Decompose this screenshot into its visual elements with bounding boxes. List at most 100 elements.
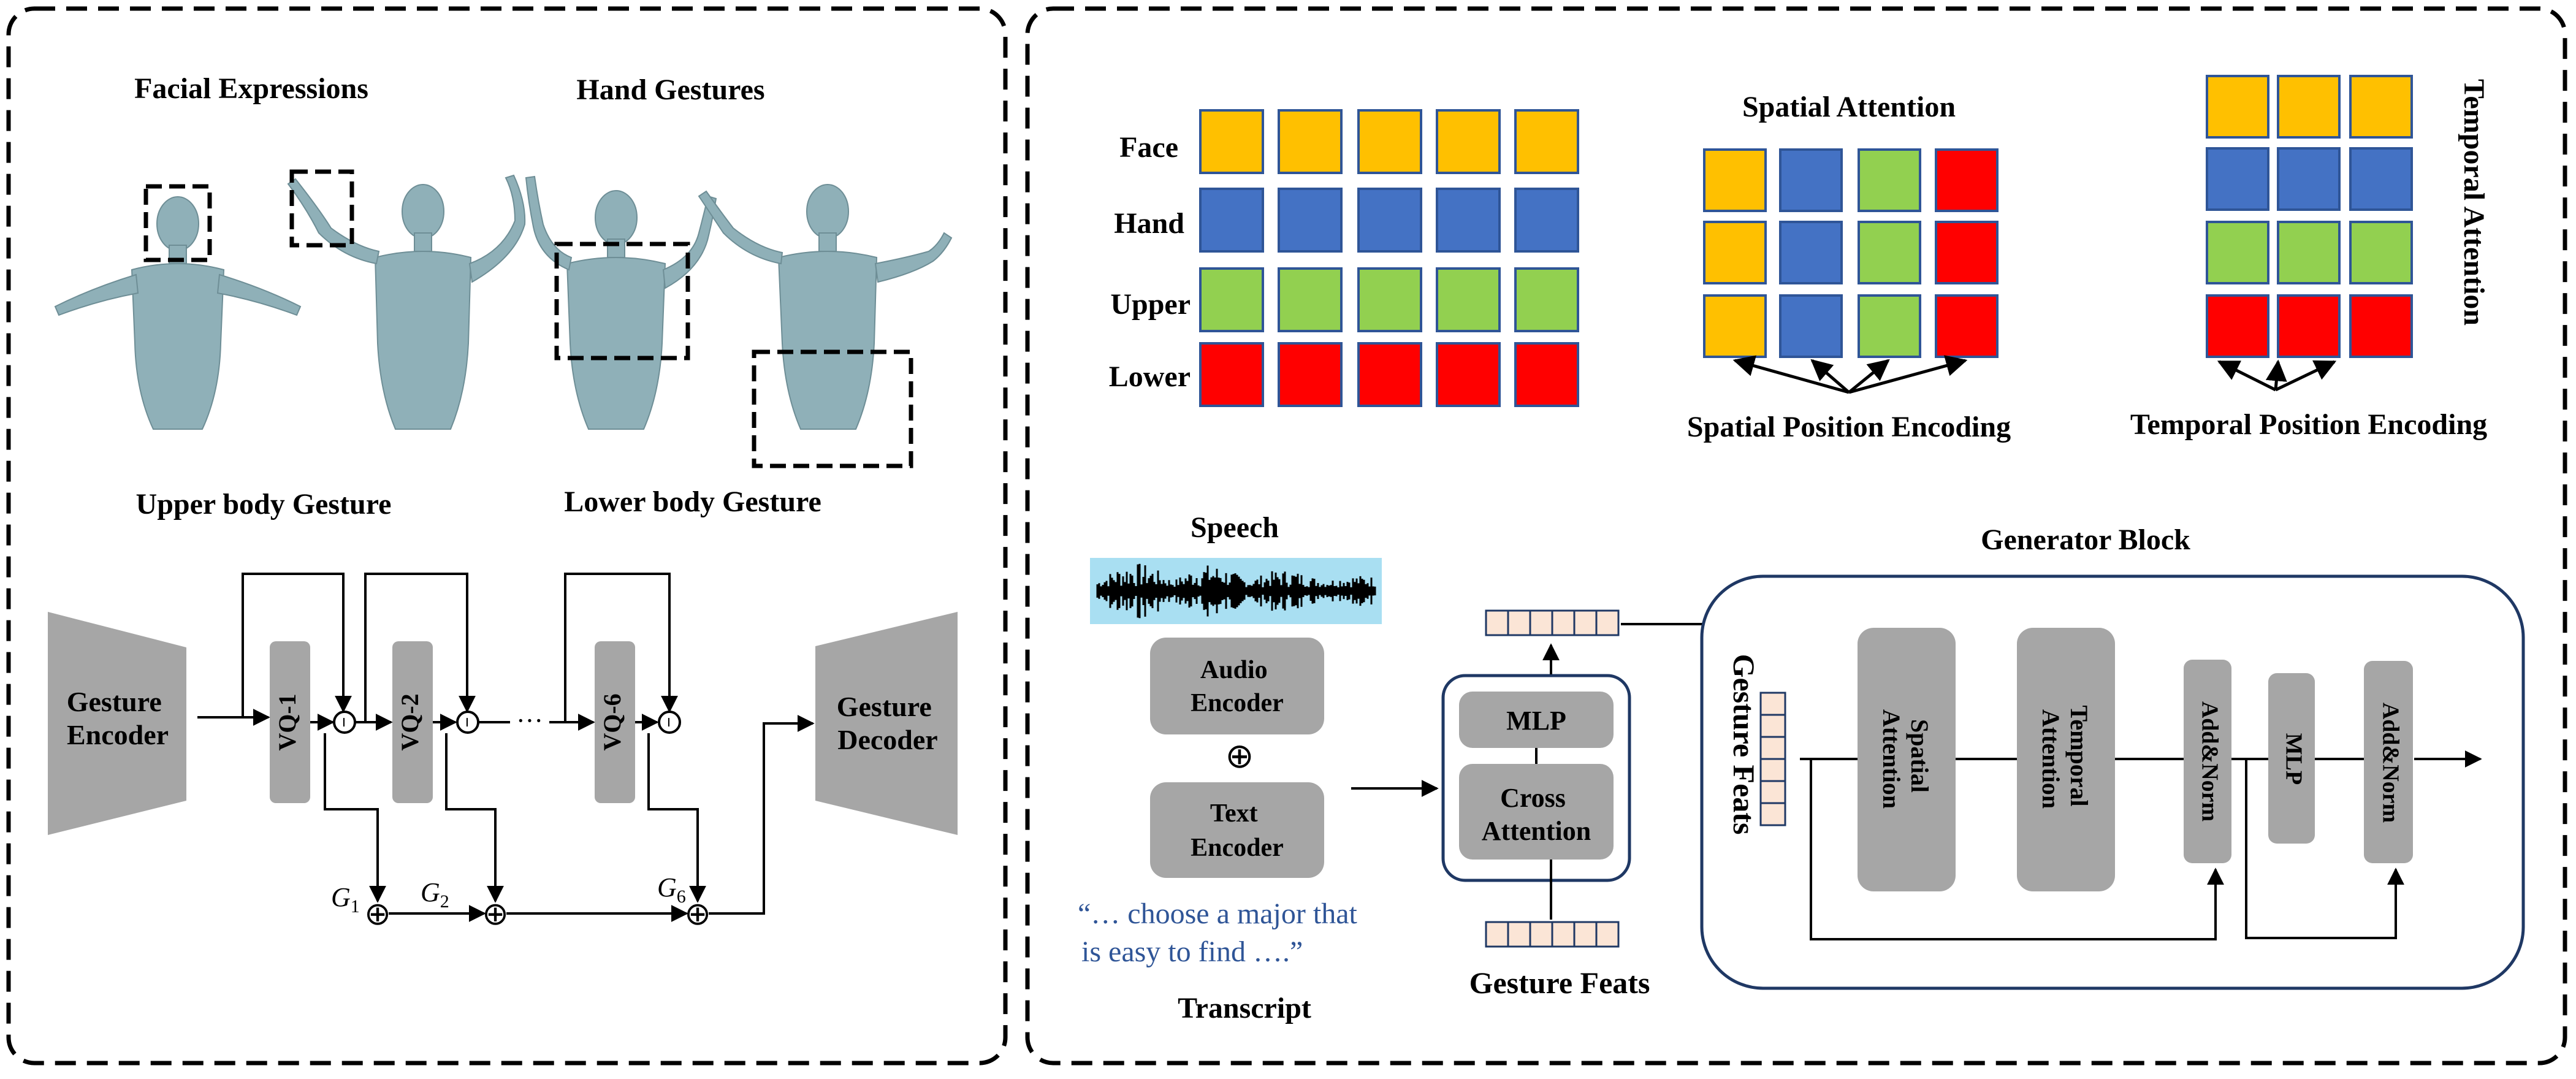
sum-label-g1: G1: [331, 882, 360, 917]
svg-text:Add&Norm: Add&Norm: [2377, 703, 2403, 823]
input-token-6: [1595, 921, 1620, 948]
temporal-token-r2-c3: [2349, 147, 2413, 211]
spatial-encoding-label: Spatial Position Encoding: [1687, 411, 2011, 443]
face-focus-box: [143, 184, 212, 262]
spatial-token-r1-c1: [1703, 148, 1767, 212]
temporal-token-r3-c2: [2277, 221, 2341, 284]
sum-node-1: ⊕: [364, 897, 391, 932]
upper-focus-box: [554, 242, 690, 360]
text-encoder: Text Encoder: [1150, 782, 1324, 878]
grid-token-face-4: [1436, 109, 1501, 174]
mlp-box-1: MLP: [1459, 692, 1614, 748]
gesture-feats-label-bottom: Gesture Feats: [1469, 966, 1650, 1000]
vq-block-2-label: VQ-2: [396, 693, 424, 750]
temporal-token-r3-c1: [2206, 221, 2269, 284]
body-figure-4: [698, 184, 953, 430]
grid-row-label-upper: Upper: [1110, 288, 1191, 321]
hand-focus-box: [289, 169, 354, 248]
vq-block-1-label: VQ-1: [273, 693, 301, 750]
gesture-decoder: Gesture Decoder: [815, 612, 958, 835]
grid-token-hand-3: [1357, 188, 1422, 253]
vq-block-6-label: VQ-6: [598, 693, 626, 750]
generator-add-norm-1: Add&Norm: [2184, 660, 2231, 863]
svg-text:Text Encoder: Text Encoder: [1191, 799, 1284, 862]
input-token-4: [1551, 921, 1576, 948]
svg-text:Audio Encoder: Audio Encoder: [1191, 656, 1284, 717]
input-token-1: [1485, 921, 1509, 948]
token-grid: [1199, 109, 1579, 407]
temporal-token-r2-c1: [2206, 147, 2269, 211]
temporal-attention-grid: [2206, 75, 2413, 358]
grid-token-upper-3: [1357, 267, 1422, 332]
svg-text:Add&Norm: Add&Norm: [2197, 701, 2222, 822]
encoder-line-2: Encoder: [67, 719, 169, 750]
residual-symbol-2: −: [457, 717, 477, 727]
generator-input-token-4: [1759, 758, 1786, 782]
sum-node-6: ⊕: [684, 897, 711, 932]
grid-token-face-2: [1278, 109, 1343, 174]
speech-label: Speech: [1191, 511, 1279, 544]
output-token-3: [1529, 609, 1553, 636]
grid-token-lower-1: [1199, 342, 1264, 407]
vq-block-1: VQ-1: [270, 641, 310, 803]
svg-text:Gesture Decoder: Gesture Decoder: [837, 691, 939, 755]
body-figure-3: [525, 175, 717, 430]
vq-block-6: VQ-6: [595, 641, 635, 803]
grid-token-lower-4: [1436, 342, 1501, 407]
grid-row-label-lower: Lower: [1109, 360, 1191, 393]
spatial-token-r1-c4: [1935, 148, 1999, 212]
generator-input-token-2: [1759, 714, 1786, 738]
transcript-quote: “… choose a major that is easy to find ……: [1078, 898, 1365, 968]
generator-spatial-attention: Spatial Attention: [1858, 628, 1956, 891]
input-token-2: [1507, 921, 1531, 948]
grid-token-upper-5: [1514, 267, 1579, 332]
audio-encoder: Audio Encoder: [1150, 638, 1324, 734]
label-hand-gestures: Hand Gestures: [576, 74, 764, 106]
grid-row-label-hand: Hand: [1114, 207, 1184, 240]
body-figures: [54, 174, 953, 430]
spatial-token-r3-c2: [1779, 294, 1843, 358]
output-token-2: [1507, 609, 1531, 636]
vq-ellipsis: ···: [516, 706, 543, 736]
grid-token-upper-2: [1278, 267, 1343, 332]
generator-add-norm-2: Add&Norm: [2364, 661, 2413, 863]
transcript-label: Transcript: [1178, 992, 1311, 1024]
generator-input-tokens: [1759, 692, 1786, 826]
generator-mlp: MLP: [2268, 673, 2315, 844]
output-token-strip: [1485, 609, 1620, 636]
svg-text:Cross Attention: Cross Attention: [1482, 783, 1591, 846]
grid-token-upper-1: [1199, 267, 1264, 332]
temporal-token-r1-c1: [2206, 75, 2269, 139]
body-figure-1: [54, 196, 302, 430]
body-figure-2: [287, 174, 526, 430]
decoder-line-1: Gesture: [837, 691, 932, 722]
spatial-attention-grid: [1703, 148, 1999, 358]
label-lower-body-gesture: Lower body Gesture: [564, 486, 821, 518]
residual-nodes: [333, 711, 681, 734]
residual-node-6: [658, 711, 681, 734]
generator-input-token-1: [1759, 692, 1786, 716]
spatial-token-r1-c3: [1858, 148, 1921, 212]
output-token-1: [1485, 609, 1509, 636]
sum-label-g2: G2: [421, 877, 449, 912]
output-token-6: [1595, 609, 1620, 636]
residual-node-1: [333, 711, 356, 734]
temporal-token-r4-c1: [2206, 294, 2269, 358]
focus-boxes: [143, 169, 913, 468]
spatial-token-r3-c4: [1935, 294, 1999, 358]
sum-label-g6: G6: [657, 872, 686, 907]
sum-node-2: ⊕: [482, 897, 509, 932]
temporal-attention-title: Temporal Attention: [2458, 79, 2490, 326]
spatial-token-r2-c2: [1779, 221, 1843, 284]
gesture-encoder: Gesture Encoder: [48, 612, 186, 835]
grid-token-face-5: [1514, 109, 1579, 174]
temporal-token-r3-c3: [2349, 221, 2413, 284]
vq-connections: [197, 573, 815, 922]
temporal-token-r4-c3: [2349, 294, 2413, 358]
grid-token-lower-3: [1357, 342, 1422, 407]
residual-symbol-1: −: [333, 717, 354, 727]
grid-token-hand-5: [1514, 188, 1579, 253]
temporal-encoding-arrows: [2217, 359, 2337, 392]
grid-row-label-face: Face: [1119, 131, 1178, 164]
residual-symbol-6: −: [658, 717, 679, 727]
